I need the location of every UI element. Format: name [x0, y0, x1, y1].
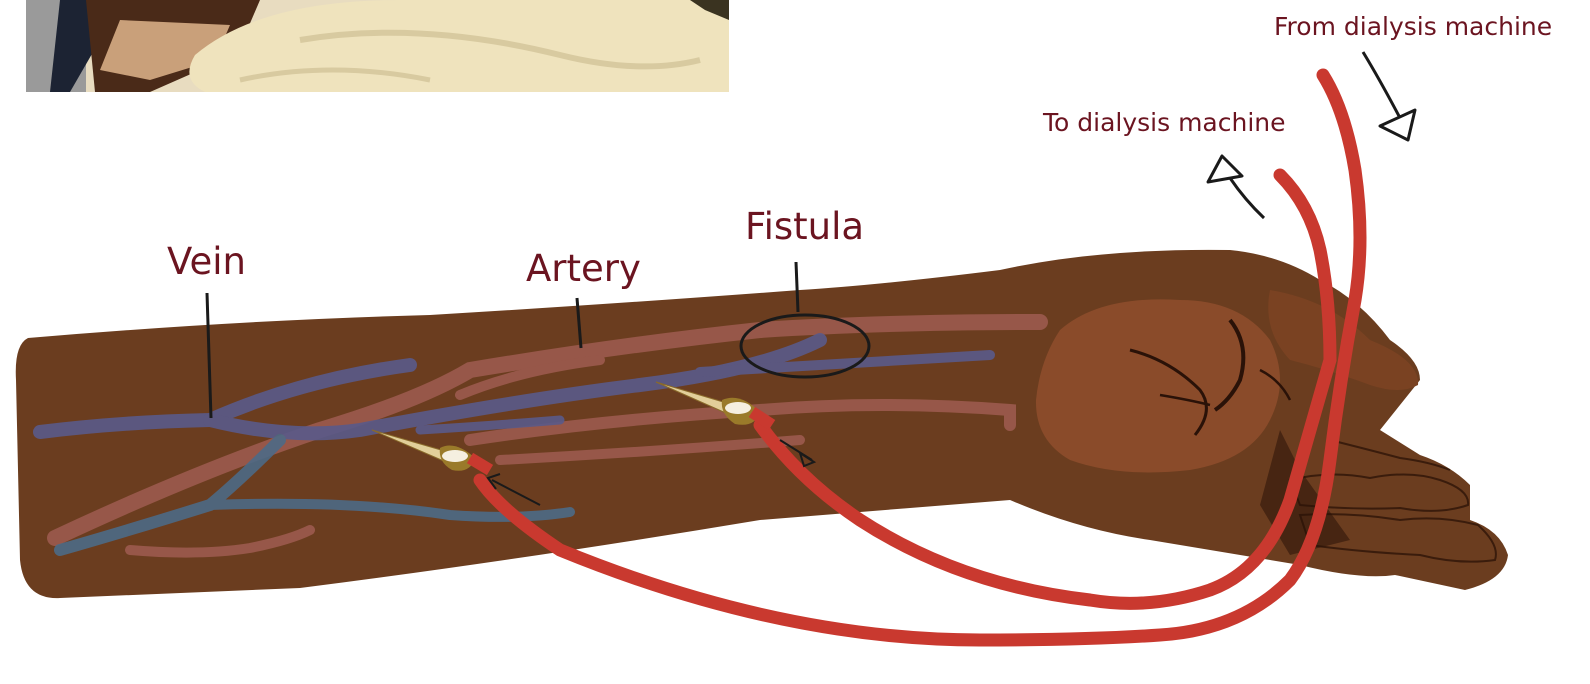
artery-label: Artery [526, 250, 641, 287]
from-dialysis-machine-label: From dialysis machine [1274, 14, 1552, 39]
arrow-from-machine-icon [1363, 52, 1415, 140]
to-dialysis-machine-label: To dialysis machine [1043, 110, 1286, 135]
arrow-to-machine-icon [1208, 156, 1264, 218]
vein-label: Vein [167, 243, 246, 280]
inset-photo [26, 0, 729, 92]
fistula-label: Fistula [745, 208, 864, 245]
